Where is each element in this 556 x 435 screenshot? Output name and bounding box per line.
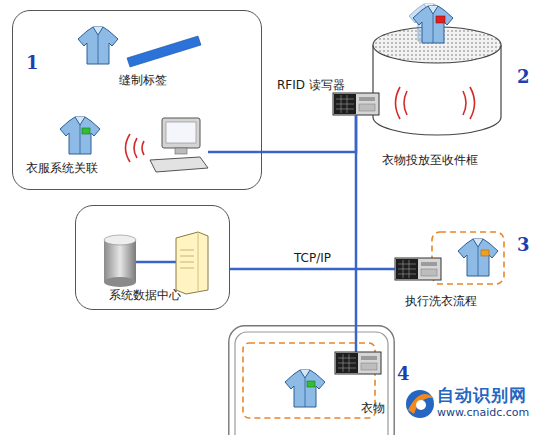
step-box: 缝制标签衣服系统关联 bbox=[12, 10, 262, 190]
network-wire bbox=[355, 325, 358, 352]
callout-number: 2 bbox=[517, 66, 530, 87]
reader-node: RFID 读写器 bbox=[333, 93, 379, 115]
reader-node: 执行洗衣流程 bbox=[395, 258, 441, 280]
rfid-tag bbox=[481, 250, 489, 256]
node-text: 缝制标签 bbox=[119, 73, 167, 87]
watermark-url: www.cnaidc.com bbox=[437, 406, 529, 419]
edge-label: TCP/IP bbox=[294, 251, 331, 265]
network-wire bbox=[136, 261, 176, 264]
inner-border bbox=[235, 332, 388, 435]
server-icon bbox=[176, 232, 208, 294]
watermark-logo bbox=[406, 390, 434, 418]
watermark-text: 自动识别网 bbox=[437, 384, 527, 407]
rfid-tag bbox=[307, 381, 315, 387]
node-text: 衣物投放至收件框 bbox=[382, 153, 478, 167]
shirt-icon bbox=[78, 27, 118, 64]
tracking-box bbox=[228, 325, 395, 435]
network-line bbox=[355, 115, 358, 325]
radio-waves bbox=[396, 87, 475, 119]
network-line bbox=[262, 115, 356, 152]
network-line bbox=[230, 268, 395, 271]
rfid-reader bbox=[395, 258, 441, 280]
radio-waves bbox=[126, 134, 145, 162]
network-wire bbox=[208, 151, 262, 154]
shirt-icon bbox=[458, 239, 498, 276]
outer-border bbox=[229, 326, 394, 435]
computer-icon bbox=[150, 118, 208, 172]
shirt-icon bbox=[60, 117, 100, 154]
callout-number: 3 bbox=[517, 234, 530, 255]
callout-number: 1 bbox=[26, 52, 39, 73]
database-icon bbox=[104, 235, 136, 287]
shirt-icon bbox=[413, 6, 453, 43]
sewn-tag bbox=[127, 36, 201, 67]
process-area bbox=[432, 232, 504, 284]
inbox-cylinder bbox=[370, 25, 504, 137]
rfid-reader bbox=[335, 352, 381, 374]
shirt-icon bbox=[285, 370, 325, 407]
node-text: 执行洗衣流程 bbox=[405, 294, 477, 308]
data-center-box: 系统数据中心 bbox=[75, 205, 230, 310]
node-text: RFID 读写器 bbox=[277, 78, 345, 92]
node-text: 衣服系统关联 bbox=[26, 161, 98, 175]
node-text: 衣物 bbox=[361, 401, 385, 415]
node-text: 系统数据中心 bbox=[109, 288, 181, 302]
inbox-node: 衣物投放至收件框 bbox=[370, 25, 504, 137]
rfid-tag bbox=[82, 128, 90, 134]
callout-number: 4 bbox=[397, 363, 410, 384]
rfid-reader bbox=[333, 93, 379, 115]
rfid-tag bbox=[436, 16, 445, 23]
tracking-box: 衣物 bbox=[228, 325, 395, 435]
